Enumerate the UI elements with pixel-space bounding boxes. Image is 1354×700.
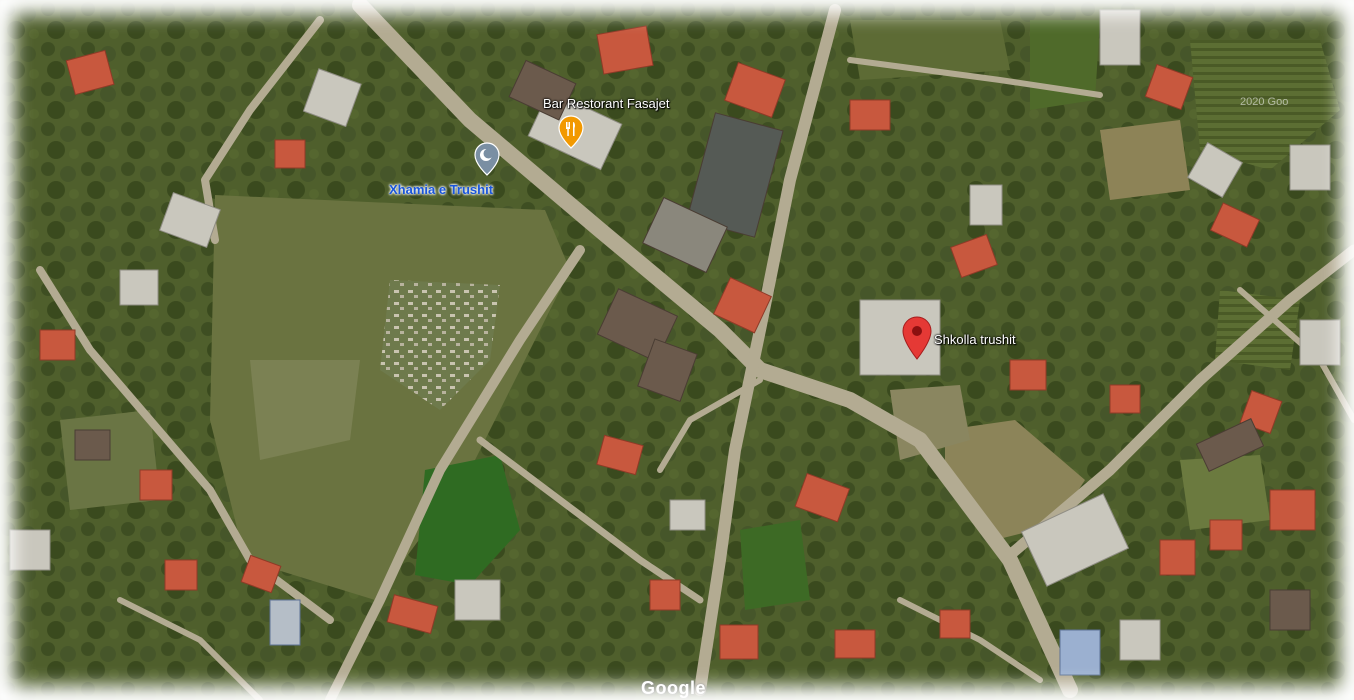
green-field — [415, 455, 520, 585]
location-pin-icon[interactable] — [902, 316, 932, 360]
place-label-mosque[interactable]: Xhamia e Trushit — [389, 182, 494, 197]
google-logo: Google — [641, 678, 706, 698]
farm-field — [1190, 40, 1340, 170]
mosque-icon[interactable] — [474, 142, 500, 176]
place-label-restaurant[interactable]: Bar Restorant Fasajet — [543, 96, 670, 111]
restaurant-icon[interactable] — [558, 115, 584, 149]
place-label-school[interactable]: Shkolla trushit — [934, 332, 1016, 347]
cemetery-graves — [380, 280, 500, 410]
imagery-watermark: 2020 Goo — [1240, 96, 1289, 108]
